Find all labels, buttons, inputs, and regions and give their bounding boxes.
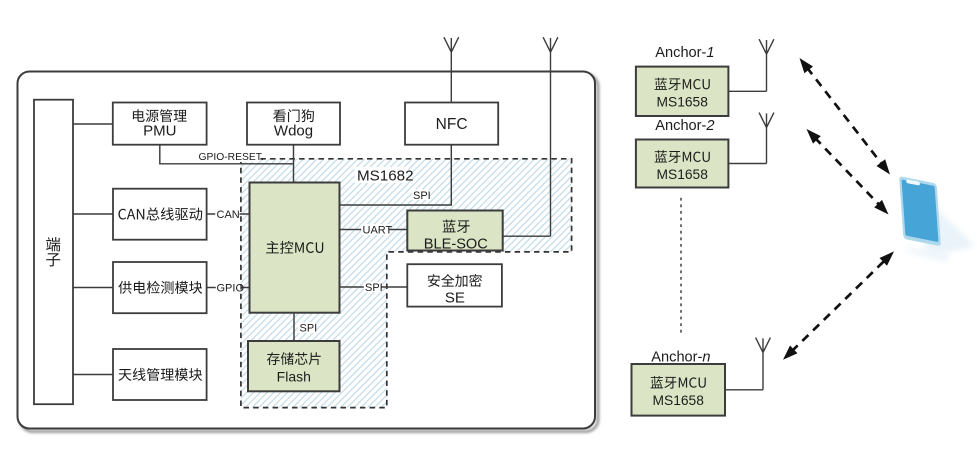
svg-text:BLE-SOC: BLE-SOC <box>424 236 488 252</box>
svg-text:Flash: Flash <box>277 369 311 385</box>
svg-text:GPIO: GPIO <box>217 282 245 294</box>
svg-text:UART: UART <box>363 224 393 236</box>
svg-text:Wdog: Wdog <box>274 122 313 139</box>
svg-text:NFC: NFC <box>436 116 468 133</box>
svg-text:MS1682: MS1682 <box>357 168 414 185</box>
svg-text:CAN: CAN <box>217 209 240 221</box>
svg-text:MS1658: MS1658 <box>653 393 705 408</box>
svg-text:PMU: PMU <box>143 122 176 139</box>
svg-text:Anchor-1: Anchor-1 <box>655 45 714 61</box>
svg-text:SPI: SPI <box>300 323 318 335</box>
svg-text:SE: SE <box>445 290 465 307</box>
svg-text:Anchor-2: Anchor-2 <box>655 118 714 134</box>
svg-text:MS1658: MS1658 <box>657 167 709 182</box>
svg-text:SPI: SPI <box>413 190 431 202</box>
svg-text:GPIO-RESET.: GPIO-RESET. <box>199 152 264 163</box>
svg-text:Anchor-n: Anchor-n <box>651 350 710 366</box>
svg-text:MS1658: MS1658 <box>657 95 709 110</box>
svg-text:SPI: SPI <box>365 282 383 294</box>
